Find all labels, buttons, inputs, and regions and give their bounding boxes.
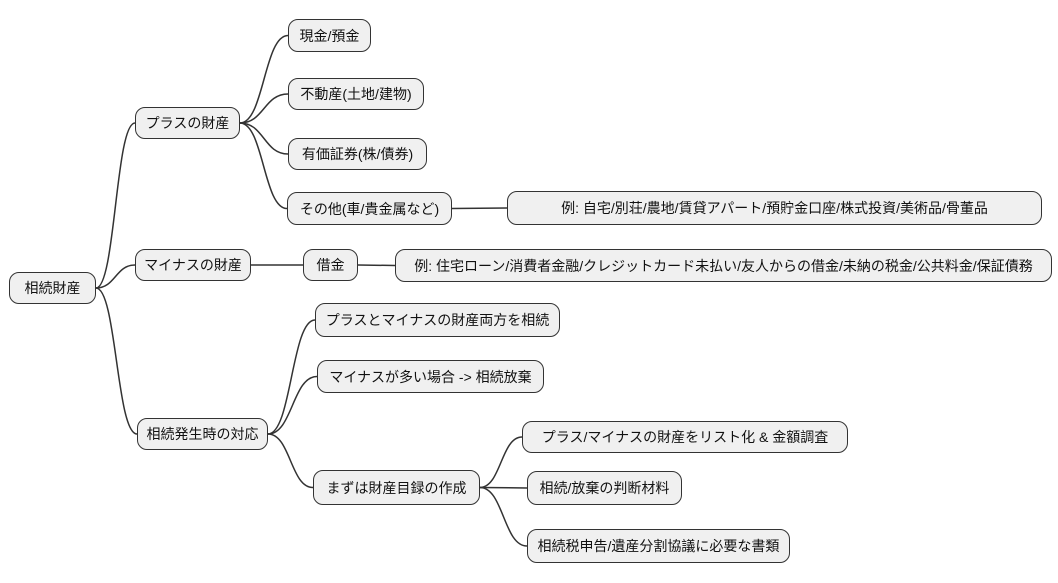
edge-inventory-to-documents <box>479 486 528 547</box>
edge-response-to-renounce <box>267 375 318 435</box>
mindmap-node-response: 相続発生時の対応 <box>137 418 268 450</box>
edge-response-to-inventory <box>267 433 314 489</box>
edge-plus-assets-to-real-estate <box>239 93 289 124</box>
mindmap-node-documents: 相続税申告/遺産分割協議に必要な書類 <box>527 529 790 563</box>
mindmap-node-cash: 現金/預金 <box>288 19 371 52</box>
mindmap-node-inherit-both: プラスとマイナスの財産両方を相続 <box>315 303 560 337</box>
edge-inventory-to-judgment <box>479 486 528 489</box>
edge-plus-assets-to-others <box>239 122 288 210</box>
mindmap-node-list-assets: プラス/マイナスの財産をリスト化 & 金額調査 <box>522 421 848 453</box>
mindmap-node-plus-examples: 例: 自宅/別荘/農地/賃貸アパート/預貯金口座/株式投資/美術品/骨董品 <box>507 191 1042 225</box>
mindmap-node-root: 相続財産 <box>9 272 96 304</box>
edge-others-to-plus-examples <box>451 207 508 210</box>
mindmap-node-inventory: まずは財産目録の作成 <box>313 470 480 505</box>
mindmap-node-minus-assets: マイナスの財産 <box>135 249 251 281</box>
mindmap-node-minus-examples: 例: 住宅ローン/消費者金融/クレジットカード未払い/友人からの借金/未納の税金… <box>395 249 1052 282</box>
edge-response-to-inherit-both <box>267 319 316 435</box>
mindmap-node-securities: 有価証券(株/債券) <box>288 138 427 170</box>
mindmap-node-renounce: マイナスが多い場合 -> 相続放棄 <box>317 360 544 393</box>
edge-inventory-to-list-assets <box>479 436 523 489</box>
mindmap-node-real-estate: 不動産(土地/建物) <box>288 78 424 110</box>
edge-debt-to-minus-examples <box>357 264 396 267</box>
mindmap-node-judgment: 相続/放棄の判断材料 <box>527 471 682 505</box>
edge-root-to-response <box>95 287 138 435</box>
edge-root-to-minus-assets <box>95 264 136 289</box>
mindmap-node-debt: 借金 <box>303 249 358 281</box>
mindmap-node-plus-assets: プラスの財産 <box>135 107 240 139</box>
edge-plus-assets-to-securities <box>239 122 289 155</box>
edge-root-to-plus-assets <box>95 122 136 289</box>
edge-plus-assets-to-cash <box>239 34 289 124</box>
mindmap-node-others: その他(車/貴金属など) <box>287 192 452 225</box>
